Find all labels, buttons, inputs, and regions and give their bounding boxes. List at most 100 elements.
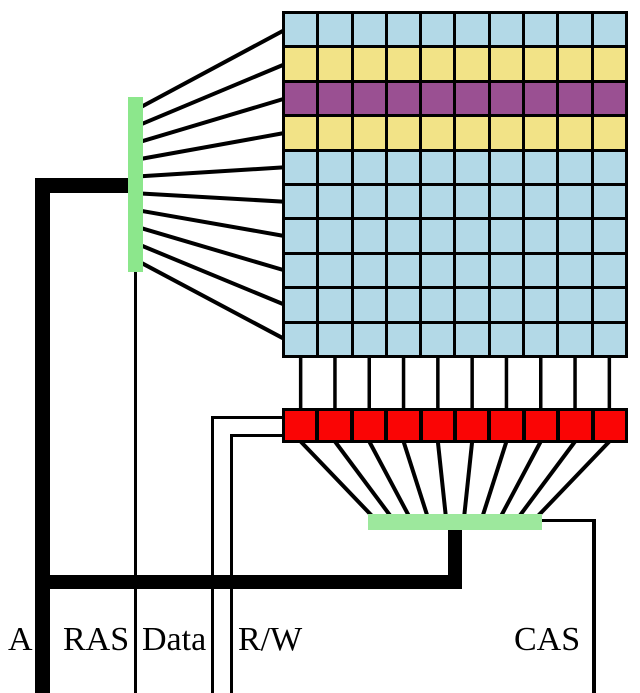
memory-cell xyxy=(387,48,420,80)
memory-cell xyxy=(593,220,625,252)
memory-cell xyxy=(285,289,317,321)
word-line xyxy=(140,191,286,204)
word-line xyxy=(140,208,286,239)
ras-line xyxy=(134,272,137,693)
memory-cell xyxy=(422,254,454,287)
sense-amplifier-cell xyxy=(525,411,557,440)
memory-cell xyxy=(422,14,454,46)
memory-cell xyxy=(525,82,557,115)
memory-cell xyxy=(525,117,557,149)
memory-cell xyxy=(525,220,557,252)
word-line xyxy=(140,27,286,109)
memory-cell xyxy=(525,323,557,355)
address-bus-vertical xyxy=(35,178,50,693)
memory-cell xyxy=(456,323,488,355)
sense-amplifier-cell xyxy=(456,411,488,440)
memory-cell xyxy=(456,82,488,115)
label-cas: CAS xyxy=(514,621,581,658)
memory-cell xyxy=(422,151,454,183)
memory-cell xyxy=(593,82,625,115)
address-bus-to-row-decoder xyxy=(35,178,128,193)
memory-cell xyxy=(559,185,591,218)
memory-cell xyxy=(387,117,420,149)
sense-amplifier-row xyxy=(282,408,628,443)
memory-cell xyxy=(525,151,557,183)
memory-cell-array xyxy=(282,11,628,358)
memory-cell xyxy=(353,48,385,80)
sense-amplifier-cell xyxy=(353,411,385,440)
memory-cell xyxy=(285,117,317,149)
memory-cell xyxy=(387,82,420,115)
memory-cell xyxy=(353,82,385,115)
column-decoder-bar xyxy=(368,514,542,530)
memory-cell xyxy=(353,289,385,321)
word-line xyxy=(140,226,286,273)
word-line xyxy=(140,165,286,179)
column-select-line xyxy=(298,439,376,520)
label-ras: RAS xyxy=(63,621,130,658)
memory-cell xyxy=(319,82,351,115)
memory-cell xyxy=(353,185,385,218)
memory-cell xyxy=(319,117,351,149)
memory-cell xyxy=(353,323,385,355)
memory-cell xyxy=(559,254,591,287)
word-line xyxy=(140,130,286,161)
memory-cell xyxy=(422,48,454,80)
sense-amplifier-cell xyxy=(285,411,316,440)
memory-cell xyxy=(490,14,523,46)
memory-cell xyxy=(525,185,557,218)
word-line xyxy=(140,243,286,307)
row-decoder-bar xyxy=(128,97,143,272)
memory-cell xyxy=(593,185,625,218)
memory-cell xyxy=(490,151,523,183)
label-data: Data xyxy=(142,621,207,658)
address-bus-to-column-decoder xyxy=(448,530,462,589)
label-address: A xyxy=(8,621,33,658)
column-select-line xyxy=(462,440,475,519)
column-select-line xyxy=(401,440,430,519)
memory-cell xyxy=(525,254,557,287)
memory-cell xyxy=(559,323,591,355)
sense-amplifier-cell xyxy=(594,411,625,440)
memory-cell xyxy=(490,185,523,218)
memory-cell xyxy=(387,254,420,287)
memory-cell xyxy=(490,289,523,321)
memory-cell xyxy=(456,117,488,149)
memory-cell xyxy=(319,323,351,355)
sense-amplifier-cell xyxy=(422,411,453,440)
memory-cell xyxy=(456,48,488,80)
memory-cell xyxy=(593,48,625,80)
memory-cell xyxy=(319,14,351,46)
memory-cell xyxy=(319,151,351,183)
memory-cell xyxy=(456,151,488,183)
memory-cell xyxy=(559,14,591,46)
memory-cell xyxy=(593,14,625,46)
column-select-line xyxy=(435,440,448,519)
memory-cell xyxy=(353,14,385,46)
memory-cell xyxy=(285,254,317,287)
sense-amplifier-cell xyxy=(319,411,350,440)
memory-cell xyxy=(490,220,523,252)
memory-cell xyxy=(285,323,317,355)
memory-cell xyxy=(353,117,385,149)
address-bus-horizontal xyxy=(35,575,462,589)
memory-cell xyxy=(387,151,420,183)
data-line-vertical xyxy=(211,416,214,693)
memory-cell xyxy=(319,220,351,252)
memory-cell xyxy=(559,117,591,149)
column-select-line xyxy=(332,439,394,520)
memory-cell xyxy=(456,254,488,287)
memory-cell xyxy=(593,254,625,287)
memory-cell xyxy=(353,151,385,183)
memory-cell xyxy=(285,220,317,252)
data-line-horizontal xyxy=(211,416,284,419)
memory-cell xyxy=(490,48,523,80)
memory-cell xyxy=(319,185,351,218)
cas-line-vertical xyxy=(592,519,596,693)
sense-amplifier-cell xyxy=(388,411,419,440)
column-select-line xyxy=(516,439,578,520)
memory-cell xyxy=(593,289,625,321)
memory-cell xyxy=(559,220,591,252)
memory-cell xyxy=(525,48,557,80)
